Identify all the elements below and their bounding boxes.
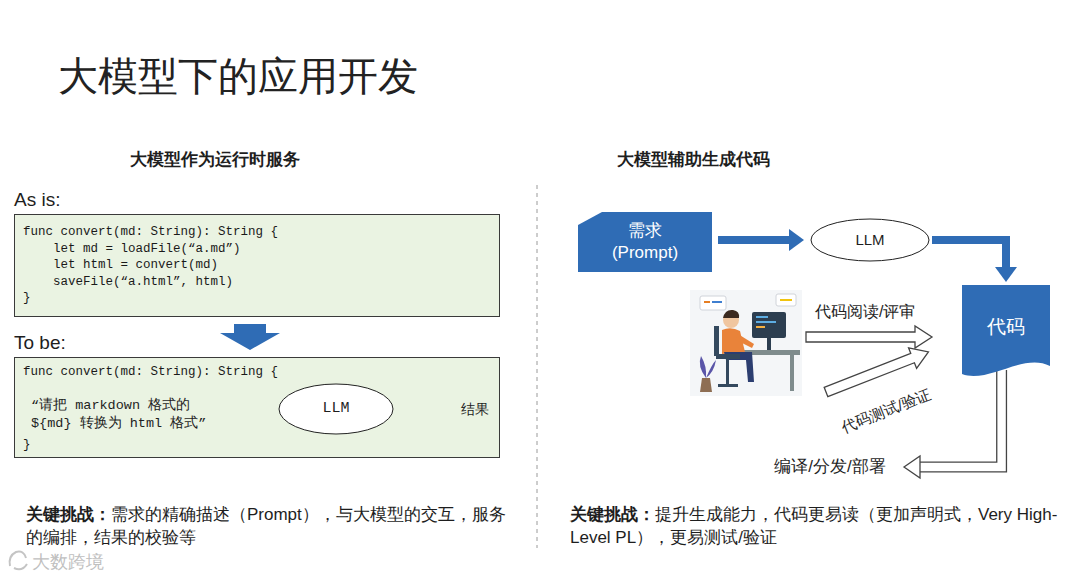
node-label: 需求 (628, 220, 662, 242)
llm-ellipse: LLM (810, 218, 930, 262)
monitor (752, 312, 786, 338)
arrow-shaft-outline (920, 370, 1002, 467)
prompt-box: 需求(Prompt) (578, 212, 712, 272)
arrow-head (789, 229, 804, 251)
code-box: func convert(md: String): String {}“请把 m… (14, 357, 500, 458)
arrow-shaft-fill (920, 370, 1002, 467)
watermark-logo (10, 552, 27, 570)
arrow-head (995, 267, 1017, 282)
code-card-mark (704, 301, 710, 303)
node-text-wrap: LLM (278, 383, 394, 435)
code-card (700, 296, 726, 310)
down-arrow (220, 324, 280, 350)
code-card (776, 294, 796, 306)
document-shape (962, 285, 1050, 376)
code-panel: To be:func convert(md: String): String {… (14, 331, 500, 458)
arrow-shaft (718, 236, 789, 244)
chair-seat (716, 354, 740, 359)
code-panel: As is:func convert(md: String): String {… (14, 188, 500, 317)
node-text-wrap: “请把 markdown 格式的${md} 转换为 html 格式” (31, 395, 225, 435)
hair (723, 310, 739, 318)
ellipse-outline (279, 384, 393, 434)
arrow-shaft (932, 240, 1006, 267)
logo-stroke (10, 552, 26, 566)
challenge-heading: 关键挑战： (26, 505, 111, 524)
node-label: LLM (855, 230, 884, 250)
arm (736, 334, 754, 348)
node-text-wrap: 编译/分发/部署 (760, 454, 900, 480)
node-label: 结果 (461, 401, 489, 419)
logo-stroke (14, 564, 27, 569)
connector (718, 229, 804, 251)
connector (932, 240, 1017, 282)
text-node: 编译/分发/部署 (760, 454, 900, 480)
code-box: func convert(md: String): String {let md… (14, 214, 500, 317)
challenge-heading: 关键挑战： (570, 505, 655, 524)
llm-ellipse: LLM (278, 383, 394, 435)
node-label: “请把 markdown 格式的${md} 转换为 html 格式” (31, 397, 225, 433)
node-text-wrap: LLM (810, 218, 930, 262)
code-line: } (23, 290, 491, 307)
node-label: 编译/分发/部署 (774, 456, 885, 478)
node-text-wrap: 需求(Prompt) (578, 212, 712, 272)
chair-back (714, 326, 719, 356)
chair-post (726, 359, 729, 385)
key-challenge: 关键挑战：提升生成能力，代码更易读（更加声明式，Very High-Level … (570, 503, 1066, 549)
node-text-wrap: 结果 (455, 398, 495, 422)
section-heading: 大模型作为运行时服务 (130, 148, 300, 171)
code-line: } (23, 437, 31, 454)
node-text-wrap: 代码 (962, 285, 1050, 368)
node-label: 代码 (987, 314, 1025, 339)
ellipse-outline (811, 219, 929, 261)
slide-title: 大模型下的应用开发 (58, 52, 418, 100)
section-heading: 大模型辅助生成代码 (617, 148, 770, 171)
illustration-ground (690, 290, 802, 396)
panel-heading: To be: (14, 331, 500, 355)
code-line: let html = convert(md) (53, 257, 491, 274)
arrow-head (904, 456, 920, 478)
review-arrow (806, 326, 932, 348)
key-challenge: 关键挑战：需求的精确描述（Prompt），与大模型的交互，服务的编排，结果的校验… (26, 503, 512, 549)
arrow-label: 代码阅读/评审 (815, 302, 915, 322)
desk-leg (790, 355, 794, 391)
chair-base (718, 384, 738, 387)
code-line: func convert(md: String): String { (23, 364, 491, 381)
arrow-label: 代码测试/验证 (839, 384, 934, 436)
code-document: 代码 (962, 285, 1050, 382)
node-label: LLM (322, 399, 349, 419)
developer-illustration (690, 290, 802, 396)
text-node: 结果 (455, 398, 495, 422)
divider-line (537, 185, 538, 548)
plant-leaves (700, 356, 716, 378)
code-line: saveFile(“a.html”, html) (53, 274, 491, 291)
node-label: (Prompt) (612, 242, 678, 264)
screen-line (756, 316, 768, 318)
code-card-mark (780, 299, 792, 301)
screen-line (756, 321, 776, 323)
prompt-shape (578, 212, 712, 272)
screen-line (756, 326, 765, 328)
panel-heading: As is: (14, 188, 500, 212)
text-node: “请把 markdown 格式的${md} 转换为 html 格式” (31, 395, 225, 435)
code-line: func convert(md: String): String { (23, 224, 491, 241)
plant-pot (700, 378, 712, 392)
monitor-stand (767, 338, 771, 350)
code-card-mark (712, 301, 722, 303)
code-line: let md = loadFile(“a.md”) (53, 241, 491, 258)
watermark: 大数跨境 (32, 551, 104, 573)
